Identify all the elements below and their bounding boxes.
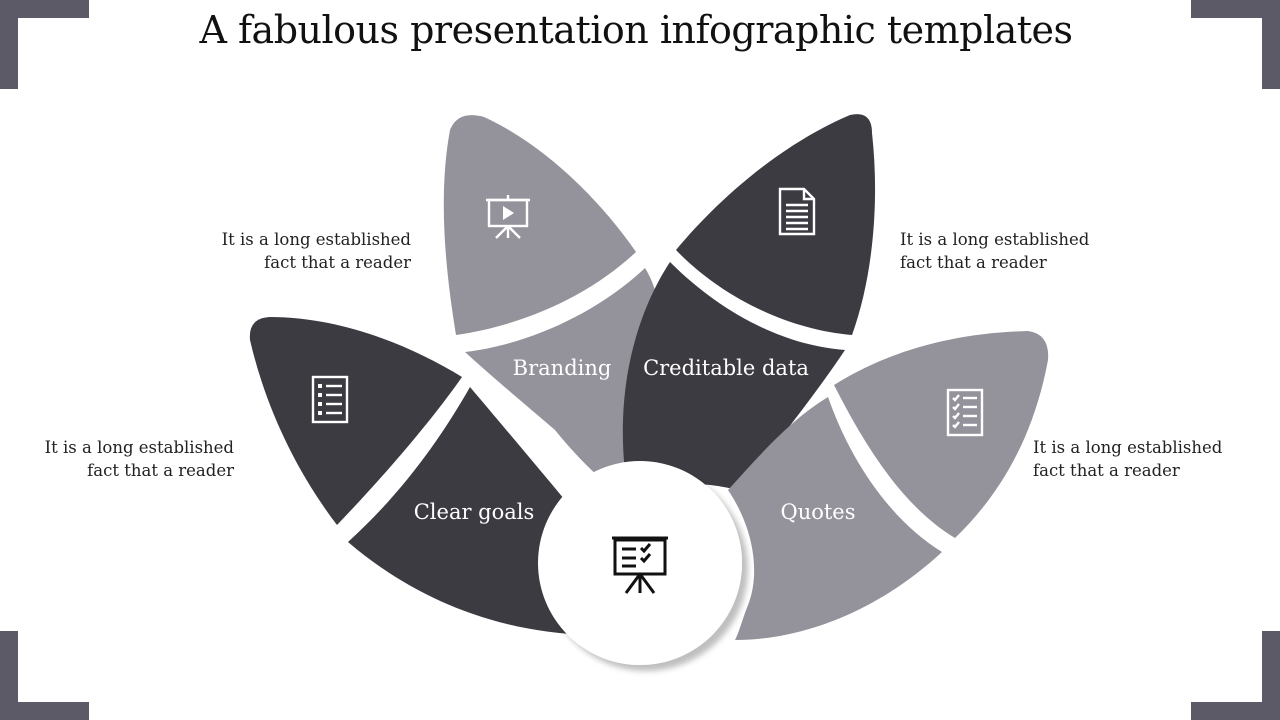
petal-description-task-list: It is a long established fact that a rea…	[1033, 438, 1223, 480]
frame-corner-top-left	[0, 0, 89, 18]
task-list-icon	[946, 388, 984, 437]
checklist-icon	[311, 375, 349, 424]
segment-label-quotes: Quotes	[780, 500, 856, 524]
frame-corner-top-right	[1262, 0, 1280, 89]
document-icon	[778, 187, 816, 236]
petal-description-document: It is a long established fact that a rea…	[900, 230, 1090, 272]
frame-corner-bottom-right	[1191, 702, 1280, 720]
presentation-play-icon	[486, 195, 530, 239]
frame-corner-bottom-left	[0, 702, 89, 720]
segment-clear-goals	[348, 387, 590, 635]
segment-creditable-data	[622, 262, 845, 505]
petal-presentation	[443, 115, 636, 336]
frame-corner-bottom-left	[0, 631, 18, 720]
segment-label-creditable-data: Creditable data	[643, 356, 809, 380]
frame-corner-bottom-right	[1262, 631, 1280, 720]
petal-document	[676, 114, 876, 335]
segment-label-branding: Branding	[512, 356, 612, 380]
segment-branding	[465, 268, 659, 500]
segment-quotes	[728, 397, 942, 640]
presentation-board-checklist-icon	[612, 536, 668, 594]
petal-task-list	[834, 331, 1049, 538]
page-title: A fabulous presentation infographic temp…	[199, 8, 1073, 52]
segment-label-clear-goals: Clear goals	[413, 500, 535, 524]
center-circle	[538, 461, 742, 665]
petal-checklist	[249, 317, 462, 525]
frame-corner-top-right	[1191, 0, 1280, 18]
frame-corner-top-left	[0, 0, 18, 89]
petal-description-presentation: It is a long established fact that a rea…	[221, 230, 411, 272]
petal-description-checklist: It is a long established fact that a rea…	[44, 438, 234, 480]
